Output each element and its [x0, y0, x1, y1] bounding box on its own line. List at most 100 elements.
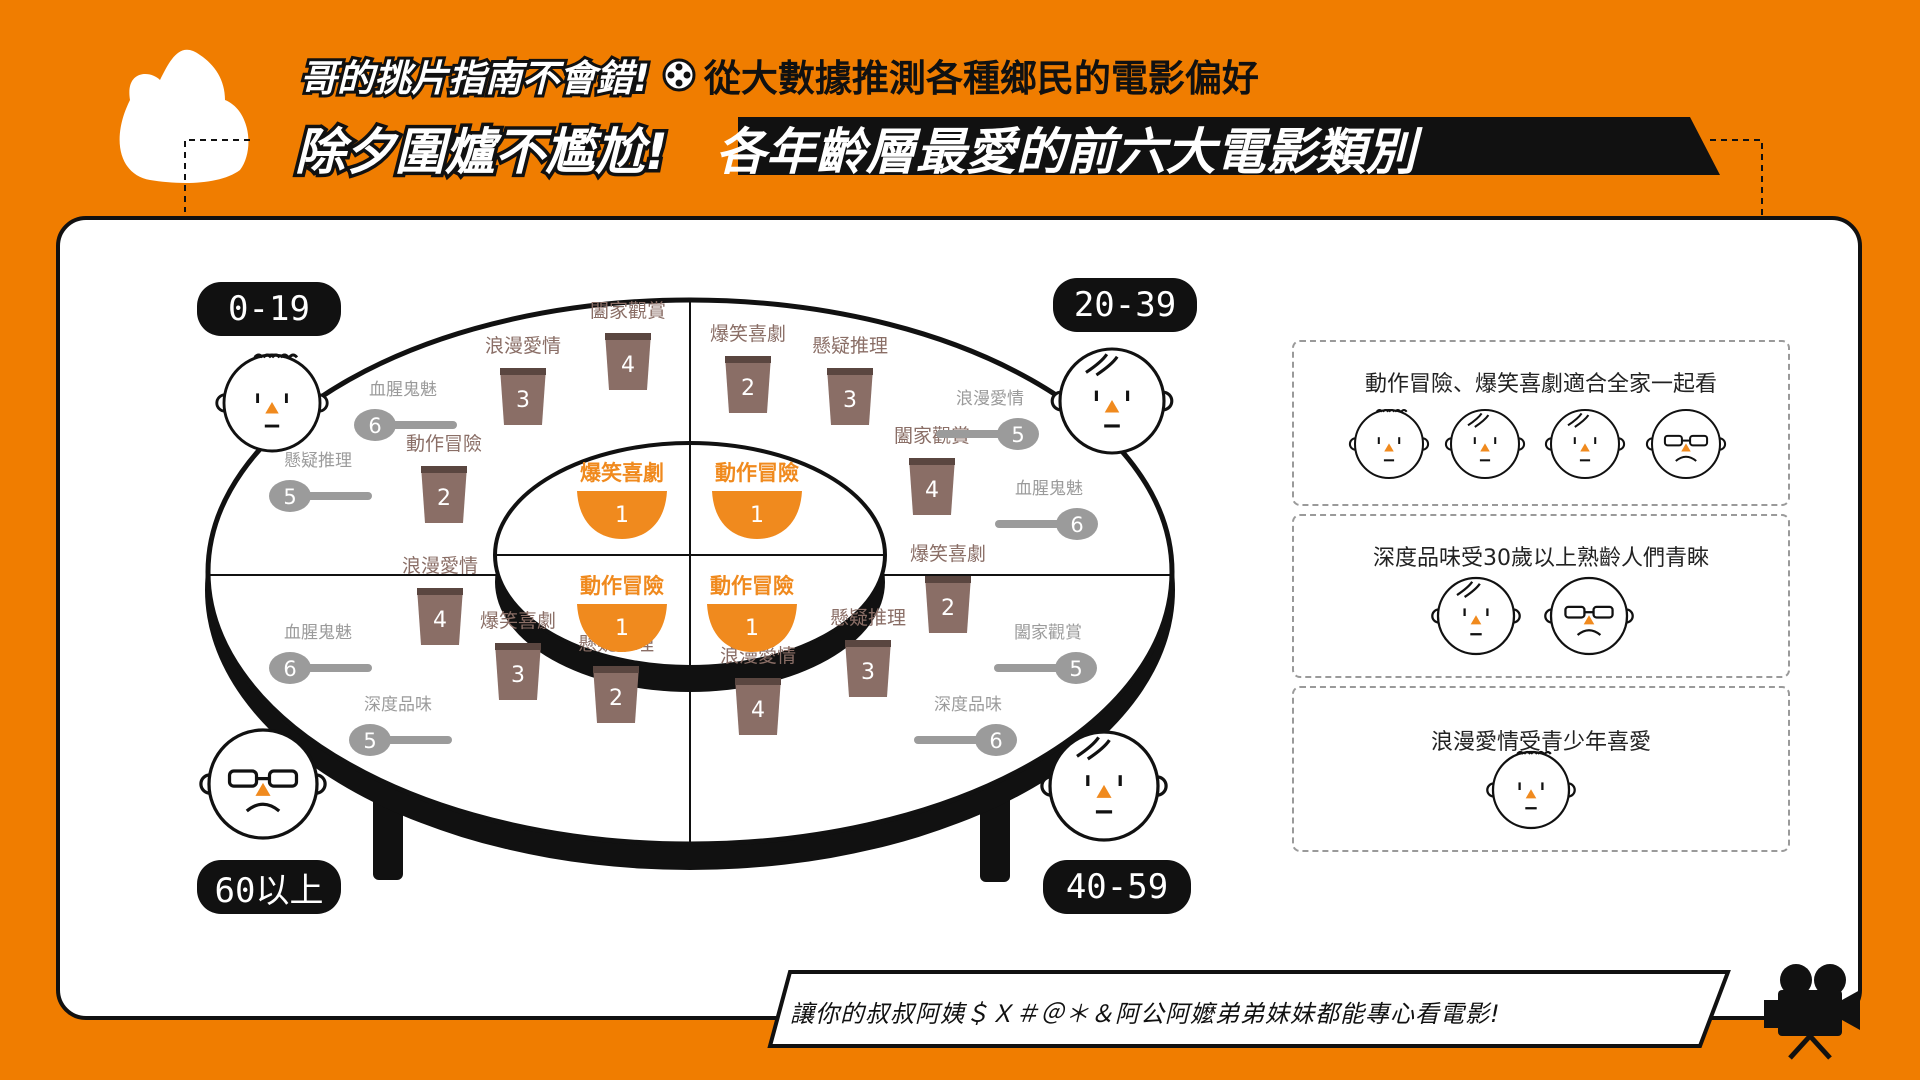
cup-genre-label: 爆笑喜劇 [910, 543, 986, 565]
age-label-40-59: 40-59 [1065, 867, 1169, 907]
legend-text-2: 深度品味受30歲以上熟齡人們青睞 [1373, 546, 1709, 571]
cup-icon [593, 666, 639, 723]
cup-rim [735, 678, 781, 685]
spoon-icon [269, 652, 311, 684]
table-marks: 動作冒險2浪漫愛情3闔家觀賞45懸疑推理6血腥鬼魅爆笑喜劇1爆笑喜劇2懸疑推理3… [269, 300, 1098, 756]
cup-rim [845, 640, 891, 647]
spoon-3-6: 6 血腥鬼魅 [269, 623, 372, 684]
spoon-genre-label: 血腥鬼魅 [1015, 479, 1083, 499]
film-reel-icon [662, 58, 696, 92]
cup-genre-label: 浪漫愛情 [402, 555, 478, 577]
cup-rank: 2 [741, 376, 755, 401]
footer-banner-text: 讓你的叔叔阿姨＄Ｘ＃＠＊＆阿公阿嬤弟弟妹妹都能專心看電影! [790, 1000, 1501, 1028]
legend-text-3: 浪漫愛情受青少年喜愛 [1430, 730, 1651, 755]
title-right: 各年齡層最愛的前六大電影類別 [715, 123, 1416, 181]
cup-icon [421, 466, 467, 523]
face-60plus-icon [199, 728, 327, 840]
cup-rim [421, 466, 467, 473]
age-badge-20-39: 20-39 [1053, 278, 1197, 332]
cup-icon [845, 640, 891, 697]
cup-icon [725, 356, 771, 413]
nose-icon [265, 402, 279, 414]
bowl-genre-label: 動作冒險 [710, 574, 794, 598]
cup-rank: 3 [511, 663, 525, 688]
spoon-genre-label: 闔家觀賞 [1014, 623, 1082, 643]
bowl-genre-label: 爆笑喜劇 [580, 461, 664, 485]
cup-rank: 4 [751, 698, 765, 723]
age-label-60plus: 60以上 [214, 870, 324, 911]
bowl-icon [707, 604, 797, 652]
cup-icon [500, 368, 546, 425]
cup-genre-label: 爆笑喜劇 [710, 323, 786, 345]
bowl-icon [712, 491, 802, 539]
cup-rim [417, 588, 463, 595]
cup-icon [925, 576, 971, 633]
cup-rank: 3 [516, 388, 530, 413]
bowl-3: 動作冒險 1 [577, 574, 667, 652]
face-40-59-icon [1040, 730, 1168, 842]
bowl-genre-label: 動作冒險 [580, 574, 664, 598]
subtitle: 哥的挑片指南不會錯! 從大數據推測各種鄉民的電影偏好 [297, 50, 1259, 103]
spoon-handle [302, 492, 372, 500]
spoon-icon [975, 724, 1017, 756]
cup-rank: 2 [609, 686, 623, 711]
spoon-icon [269, 480, 311, 512]
spoon-rank: 5 [363, 729, 376, 753]
bowl-rank: 1 [615, 503, 629, 528]
age-badge-0-19: 0-19 [197, 282, 341, 336]
spoon-genre-label: 深度品味 [934, 695, 1002, 715]
spoon-icon [1055, 652, 1097, 684]
subtitle-left: 哥的挑片指南不會錯! [297, 54, 653, 103]
cup-rim [500, 368, 546, 375]
cup-2-4: 浪漫愛情 4 [720, 645, 796, 735]
title-left: 除夕圍爐不尷尬! [292, 120, 672, 185]
spoon-handle [994, 664, 1064, 672]
bowl-rank: 1 [615, 616, 629, 641]
spoon-icon [997, 418, 1039, 450]
cup-rim [827, 368, 873, 375]
spoon-handle [995, 520, 1065, 528]
legend-box-3: 浪漫愛情受青少年喜愛 [1292, 686, 1790, 852]
spoon-icon [1056, 508, 1098, 540]
page-title: 除夕圍爐不尷尬! 各年齡層最愛的前六大電影類別 [292, 110, 1416, 186]
age-badge-40-59: 40-59 [1043, 860, 1191, 914]
cup-genre-label: 懸疑推理 [812, 335, 888, 357]
cup-rim [925, 576, 971, 583]
spoon-rank: 6 [283, 657, 296, 681]
nose-icon [255, 782, 271, 796]
cup-icon [495, 643, 541, 700]
spoon-handle [936, 430, 1006, 438]
spoon-handle [302, 664, 372, 672]
spoon-handle [382, 736, 452, 744]
spoon-icon [349, 724, 391, 756]
cup-genre-label: 闔家觀賞 [590, 300, 666, 322]
spoon-rank: 5 [283, 485, 296, 509]
cup-icon [735, 678, 781, 735]
spoon-genre-label: 血腥鬼魅 [369, 380, 437, 400]
cup-genre-label: 浪漫愛情 [720, 645, 796, 667]
face-0-19-icon [215, 353, 329, 453]
cup-rim [495, 643, 541, 650]
spoon-handle [914, 736, 984, 744]
spoon-genre-label: 血腥鬼魅 [284, 623, 352, 643]
spoon-rank: 6 [368, 414, 381, 438]
cup-icon [417, 588, 463, 645]
spoon-icon [354, 409, 396, 441]
age-label-20-39: 20-39 [1073, 285, 1177, 325]
header-dash-right [1710, 139, 1763, 218]
cup-icon [827, 368, 873, 425]
age-label-0-19: 0-19 [228, 289, 310, 329]
bowl-0: 爆笑喜劇 1 [577, 461, 667, 539]
